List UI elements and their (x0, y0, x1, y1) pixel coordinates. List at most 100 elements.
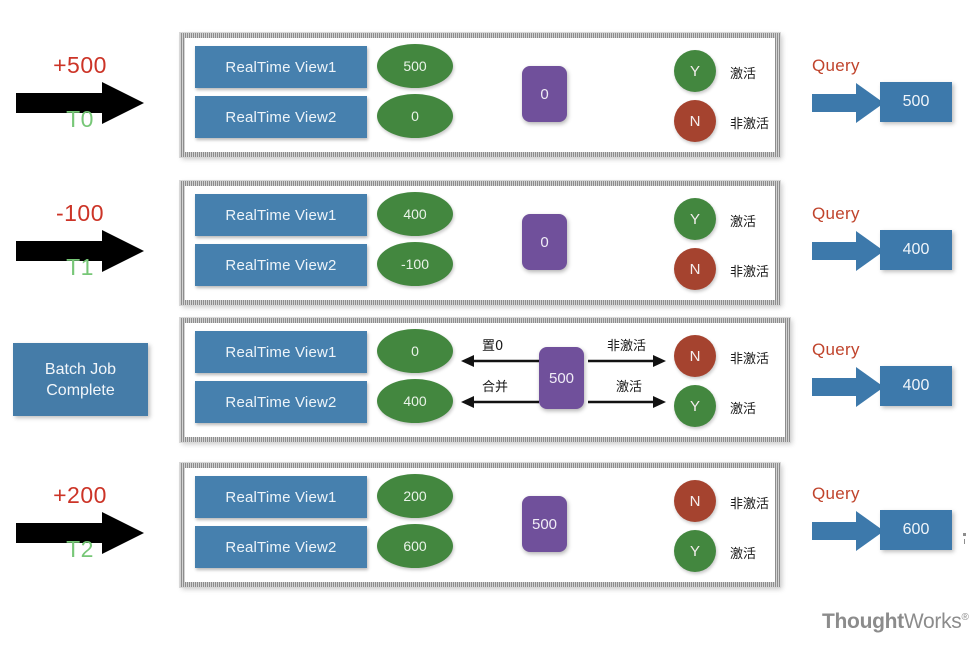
view-bar-2-label-batch: RealTime View2 (225, 393, 337, 411)
view-bar-1-label-batch: RealTime View1 (225, 343, 337, 361)
view-1-value-text-t2: 200 (403, 488, 427, 504)
query-result-box-t1: 400 (880, 230, 952, 270)
status-label-top-batch: 非激活 (730, 352, 770, 367)
view-bar-2-t2: RealTime View2 (195, 526, 367, 568)
delta-label-t1: -100 (55, 200, 105, 226)
batch-value-text-t1: 0 (540, 233, 549, 251)
view-bar-1-t2: RealTime View1 (195, 476, 367, 518)
status-label-top-t0: 激活 (730, 67, 757, 82)
merge-arrow-inactive (588, 355, 666, 367)
merge-label-inactive: 非激活 (607, 339, 647, 354)
query-arrow-t0 (812, 83, 884, 123)
time-label-t2: T2 (66, 536, 94, 562)
query-result-box-t2: 600 (880, 510, 952, 550)
query-arrow-t1 (812, 231, 884, 271)
query-label-t1: Query (812, 204, 860, 223)
row-container-t2: RealTime View1 RealTime View2 200 600 50… (180, 463, 780, 587)
trigger-time-t0: T0 (0, 108, 160, 131)
status-circle-top-batch: N (674, 335, 716, 377)
row-container-batch: RealTime View1 RealTime View2 0 400 置0 合… (180, 318, 790, 442)
page-speck-artifact-2 (964, 539, 965, 544)
row-container-t0: RealTime View1 RealTime View2 500 0 0 Y … (180, 33, 780, 157)
status-circle-top-t0: Y (674, 50, 716, 92)
batch-value-t1: 0 (522, 214, 567, 270)
view-1-value-batch: 0 (377, 329, 453, 373)
query-result-text-t2: 600 (902, 521, 930, 538)
status-circle-top-mark-t1: Y (689, 210, 700, 228)
trigger-time-t1: T1 (0, 256, 160, 279)
view-1-value-text-t1: 400 (403, 206, 427, 222)
batch-value-t2: 500 (522, 496, 567, 552)
logo-bold-text: Thought (822, 610, 904, 633)
row-container-t1: RealTime View1 RealTime View2 400 -100 0… (180, 181, 780, 305)
view-1-value-t2: 200 (377, 474, 453, 518)
query-label-t2: Query (812, 484, 860, 503)
batch-value-t0: 0 (522, 66, 567, 122)
view-1-value-t1: 400 (377, 192, 453, 236)
query-result-box-batch: 400 (880, 366, 952, 406)
status-label-bottom-batch: 激活 (730, 402, 757, 417)
merge-arrow-active (588, 396, 666, 408)
view-bar-2-batch: RealTime View2 (195, 381, 367, 423)
merge-label-merge: 合并 (482, 380, 509, 395)
view-bar-1-label-t0: RealTime View1 (225, 58, 337, 76)
query-label-batch: Query (812, 340, 860, 359)
status-circle-top-mark-t0: Y (689, 62, 700, 80)
view-2-value-text-batch: 400 (403, 393, 427, 409)
status-label-top-t2: 非激活 (730, 497, 770, 512)
status-circle-top-t1: Y (674, 198, 716, 240)
view-1-value-text-t0: 500 (403, 58, 427, 74)
view-bar-2-label-t2: RealTime View2 (225, 538, 337, 556)
status-circle-bottom-t0: N (674, 100, 716, 142)
trigger-time-t2: T2 (0, 538, 160, 561)
status-label-bottom-t1: 非激活 (730, 265, 770, 280)
merge-label-reset: 置0 (482, 339, 504, 354)
status-circle-bottom-t2: Y (674, 530, 716, 572)
view-2-value-batch: 400 (377, 379, 453, 423)
batch-value-text-t0: 0 (540, 85, 549, 103)
time-label-t0: T0 (66, 106, 94, 132)
delta-label-t0: +500 (53, 52, 107, 78)
query-result-text-t0: 500 (902, 93, 930, 110)
trigger-t2: +200 (0, 484, 160, 507)
trigger-t1: -100 (0, 202, 160, 225)
logo-registered-mark: ® (961, 612, 969, 623)
view-2-value-t2: 600 (377, 524, 453, 568)
status-circle-bottom-mark-t2: Y (689, 542, 700, 560)
status-circle-top-mark-batch: N (689, 347, 701, 365)
timestep-arrow-t2 (16, 512, 144, 554)
status-label-bottom-t2: 激活 (730, 547, 757, 562)
view-bar-1-t1: RealTime View1 (195, 194, 367, 236)
query-result-box-t0: 500 (880, 82, 952, 122)
status-circle-top-t2: N (674, 480, 716, 522)
logo-light-text: Works (903, 610, 962, 633)
thoughtworks-logo: ThoughtWorks® (822, 610, 969, 634)
batch-job-line-1: Batch Job (44, 360, 117, 378)
status-circle-bottom-t1: N (674, 248, 716, 290)
batch-job-line-2: Complete (46, 381, 115, 399)
view-1-value-t0: 500 (377, 44, 453, 88)
view-1-value-text-batch: 0 (411, 343, 419, 359)
status-circle-bottom-mark-t0: N (689, 112, 701, 130)
query-arrow-t2 (812, 511, 884, 551)
timestep-arrow-t0 (16, 82, 144, 124)
view-bar-2-label-t0: RealTime View2 (225, 108, 337, 126)
status-label-top-t1: 激活 (730, 215, 757, 230)
merge-arrow-merge (461, 396, 539, 408)
trigger-t0: +500 (0, 54, 160, 77)
batch-job-complete-box: Batch Job Complete (13, 343, 148, 416)
status-label-bottom-t0: 非激活 (730, 117, 770, 132)
merge-label-active: 激活 (616, 380, 643, 395)
view-bar-1-t0: RealTime View1 (195, 46, 367, 88)
query-result-text-batch: 400 (902, 377, 930, 394)
page-speck-artifact (963, 533, 966, 536)
view-bar-1-label-t2: RealTime View1 (225, 488, 337, 506)
query-result-text-t1: 400 (902, 241, 930, 258)
time-label-t1: T1 (66, 254, 94, 280)
view-2-value-text-t0: 0 (411, 108, 419, 124)
view-2-value-text-t2: 600 (403, 538, 427, 554)
view-2-value-text-t1: -100 (400, 256, 430, 272)
view-2-value-t1: -100 (377, 242, 453, 286)
merge-arrow-reset (461, 355, 539, 367)
